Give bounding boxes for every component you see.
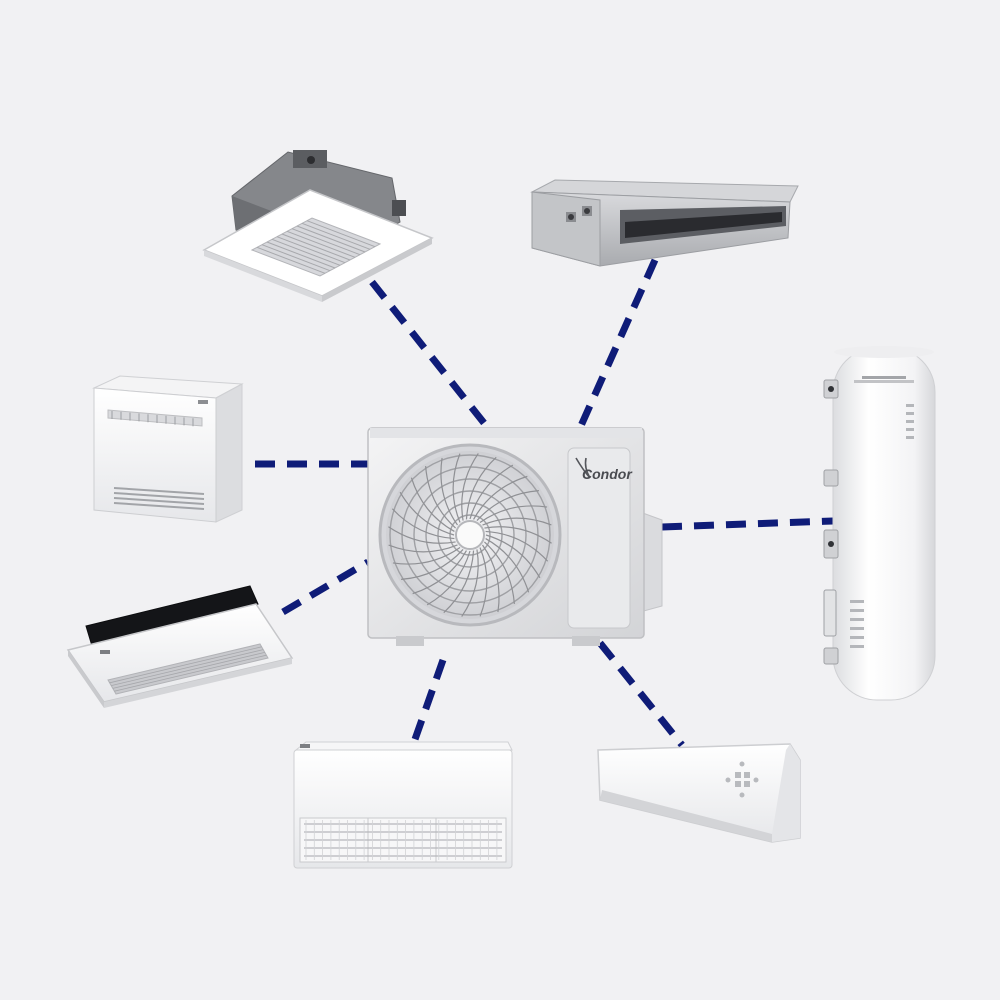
display-panel-icon	[725, 761, 759, 798]
floor-console-bottom-vent	[113, 487, 205, 510]
pipe-connector-icon	[568, 214, 574, 220]
condor-logo: Condor	[575, 457, 633, 482]
connector-cassette-1way	[281, 558, 370, 616]
cassette-1way-unit	[66, 585, 294, 708]
wall-split-unit	[597, 743, 801, 843]
outdoor-unit-top	[370, 428, 642, 438]
water-heater-tank	[832, 347, 936, 701]
cassette-1way-grille-lines	[109, 646, 267, 692]
floor-console-top-vent	[107, 409, 203, 427]
drain-pipe-icon	[307, 156, 315, 164]
valve-panel	[567, 447, 631, 629]
ducted-unit	[530, 179, 799, 267]
connector-wall-split	[597, 640, 685, 748]
fan-grille-wires	[388, 453, 552, 617]
ceiling-floor-unit	[293, 741, 513, 869]
cassette-4way-unit	[202, 150, 434, 302]
water-heater-unit	[823, 346, 936, 701]
connector-lines	[255, 258, 834, 748]
floor-console-unit	[92, 375, 244, 523]
connector-cassette-4way	[369, 279, 491, 431]
cassette-4way-grille-lines	[256, 220, 376, 274]
ceiling-floor-grille	[299, 817, 507, 863]
ceiling-floor-top	[294, 741, 513, 751]
cassette-1way-grille	[107, 643, 269, 695]
wall-split-body	[597, 743, 801, 843]
fan-hub	[455, 520, 485, 550]
connector-ceiling-floor-unit	[409, 658, 447, 747]
connector-ducted-unit	[576, 258, 659, 430]
outdoor-unit-foot-left	[396, 636, 424, 646]
outdoor-unit: Condor	[367, 427, 663, 646]
condor-logo-text: Condor	[582, 466, 633, 482]
water-heater-label	[850, 380, 914, 648]
floor-console-front	[93, 387, 217, 523]
outdoor-unit-foot-right	[572, 636, 600, 646]
connector-water-heater	[661, 517, 834, 531]
